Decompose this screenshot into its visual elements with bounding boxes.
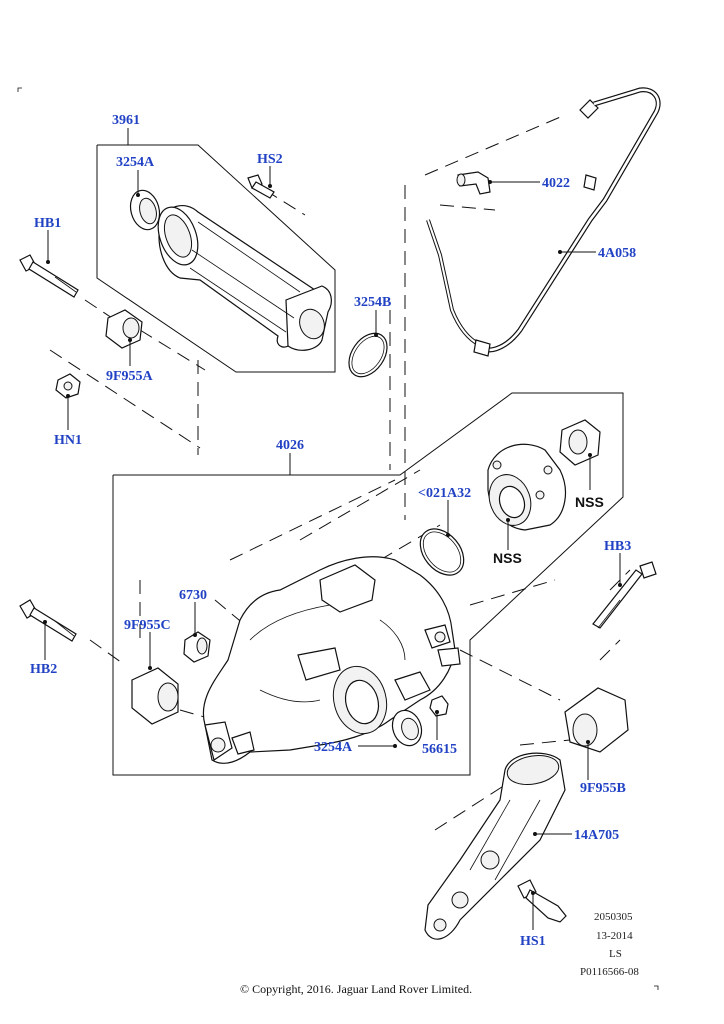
elbow-4022 xyxy=(456,171,491,195)
label-021A32: <021A32 xyxy=(418,486,471,501)
label-NSS-nut: NSS xyxy=(575,494,604,510)
box-3961 xyxy=(96,144,336,373)
bolt-HB3 xyxy=(592,561,657,629)
seal-3254A-bottom xyxy=(391,709,423,747)
label-HB3: HB3 xyxy=(604,539,631,554)
label-14A705: 14A705 xyxy=(574,828,619,843)
label-9F955A: 9F955A xyxy=(106,369,154,384)
label-HS1: HS1 xyxy=(520,934,546,949)
label-HS2: HS2 xyxy=(257,152,283,167)
bush-9F955B xyxy=(564,687,629,753)
label-HB2: HB2 xyxy=(30,662,57,677)
plug-6730 xyxy=(183,631,211,663)
bracket-14A705 xyxy=(424,752,566,940)
reference-line-1: 2050305 xyxy=(594,911,633,923)
bolt-HS2 xyxy=(247,174,275,199)
label-6730: 6730 xyxy=(179,588,207,603)
label-HB1: HB1 xyxy=(34,216,61,231)
corner-mark-bottom-right xyxy=(654,985,659,990)
tube-3961 xyxy=(157,204,332,351)
plug-56615 xyxy=(429,695,449,717)
nut-NSS xyxy=(559,419,601,466)
label-9F955B: 9F955B xyxy=(580,781,626,796)
reference-line-2: 13-2014 xyxy=(596,930,633,942)
flange-hub-NSS xyxy=(487,443,567,531)
nut-HN1 xyxy=(55,373,81,399)
oring-3254B xyxy=(348,332,388,378)
label-3254B: 3254B xyxy=(354,295,391,310)
label-3961: 3961 xyxy=(112,113,140,128)
label-3254A-bottom: 3254A xyxy=(314,740,353,755)
label-4022: 4022 xyxy=(542,176,570,191)
label-HN1: HN1 xyxy=(54,433,82,448)
differential-housing-4026 xyxy=(202,556,461,764)
seal-3254A-top xyxy=(129,189,161,231)
copyright-notice: © Copyright, 2016. Jaguar Land Rover Lim… xyxy=(240,982,472,996)
oring-021A32 xyxy=(419,528,465,576)
leader-lines xyxy=(43,128,622,930)
bolt-HS1 xyxy=(517,879,567,923)
label-56615: 56615 xyxy=(422,742,457,757)
label-3254A-top: 3254A xyxy=(116,155,155,170)
corner-mark-top-left xyxy=(17,87,22,92)
label-4026: 4026 xyxy=(276,438,304,453)
bolt-HB1 xyxy=(19,254,79,298)
label-NSS-flange: NSS xyxy=(493,550,522,566)
reference-line-4: P0116566-08 xyxy=(580,966,639,978)
bush-9F955C xyxy=(131,667,179,725)
label-9F955C: 9F955C xyxy=(124,618,171,633)
reference-line-3: LS xyxy=(609,948,622,960)
breather-pipe-4A058 xyxy=(426,87,661,357)
bush-9F955A xyxy=(105,309,143,349)
box-4026 xyxy=(112,392,624,776)
label-4A058: 4A058 xyxy=(598,246,636,261)
bolt-HB2 xyxy=(19,599,77,642)
